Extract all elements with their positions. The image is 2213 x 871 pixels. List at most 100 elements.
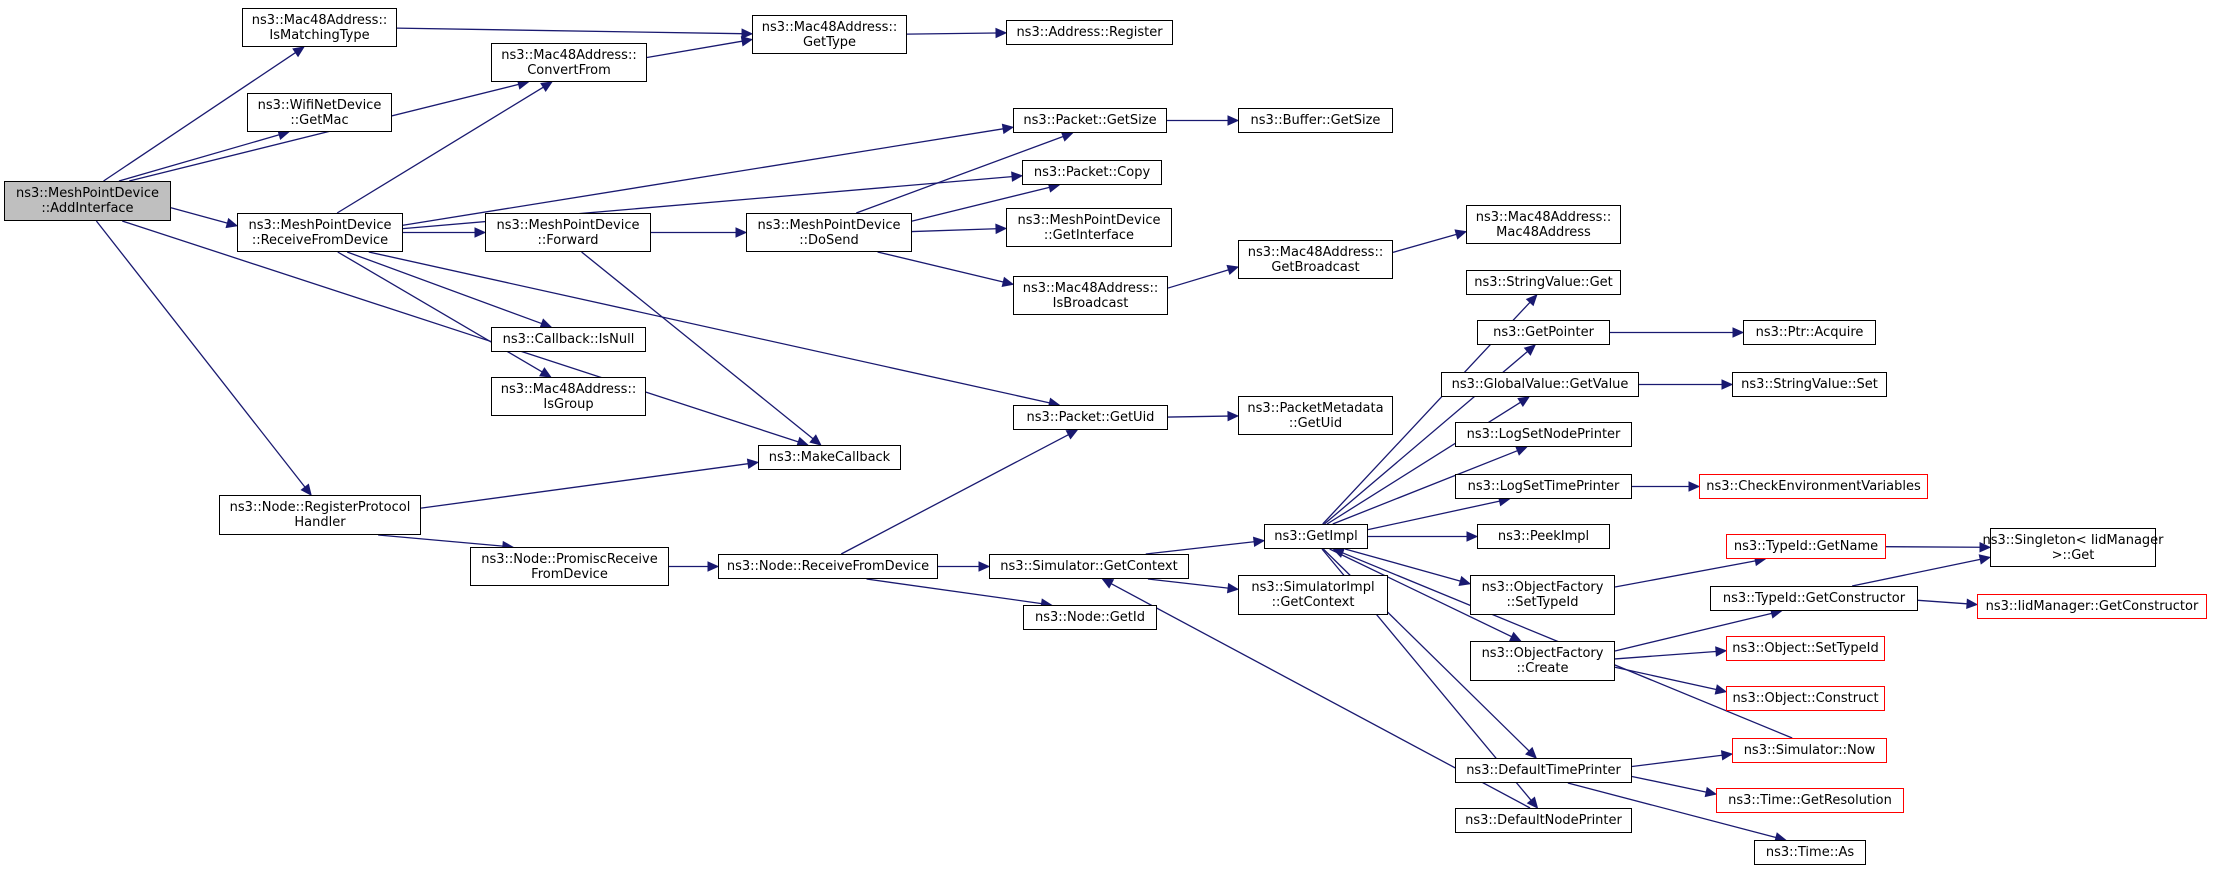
node-wifi-get-mac[interactable]: ns3::WifiNetDevice::GetMac [247,93,392,132]
node-string-value-get[interactable]: ns3::StringValue::Get [1466,270,1621,295]
edge-of-create-to-object-construct [1614,666,1717,691]
node-log-set-node[interactable]: ns3::LogSetNodePrinter [1455,422,1632,447]
node-address-register[interactable]: ns3::Address::Register [1006,20,1173,45]
node-of-set-type-id[interactable]: ns3::ObjectFactory::SetTypeId [1470,575,1615,615]
node-packet-get-uid[interactable]: ns3::Packet::GetUid [1013,405,1168,430]
node-label: ns3::Singleton< IidManager [1982,532,2164,548]
node-label: ns3::MeshPointDevice [248,217,392,233]
node-make-callback[interactable]: ns3::MakeCallback [758,445,901,470]
node-simimpl-get-context[interactable]: ns3::SimulatorImpl::GetContext [1238,575,1388,615]
node-label: ::Create [1516,661,1569,676]
node-label: ns3::Mac48Address:: [500,381,637,397]
node-do-send[interactable]: ns3::MeshPointDevice::DoSend [746,213,912,252]
node-label: ns3::GetImpl [1274,529,1358,544]
edge-node-receive-to-node-get-id [866,578,1042,605]
node-label: ns3::Mac48Address:: [1022,280,1159,296]
node-typeid-get-ctor[interactable]: ns3::TypeId::GetConstructor [1710,586,1918,611]
edge-arrowhead [735,227,748,238]
node-label: ns3::GlobalValue::GetValue [1451,377,1629,392]
node-label: ns3::Simulator::GetContext [1000,559,1178,574]
node-pm-get-uid[interactable]: ns3::PacketMetadata::GetUid [1238,396,1393,435]
edge-arrowhead [1721,379,1734,390]
node-get-type[interactable]: ns3::Mac48Address::GetType [752,15,907,54]
node-label: ns3::Ptr::Acquire [1755,325,1864,340]
edge-arrowhead [809,434,822,446]
node-label: ns3::Node::PromiscReceive [481,551,658,567]
node-label: ns3::Object::Construct [1732,691,1879,706]
node-singleton-get[interactable]: ns3::Singleton< IidManager>::Get [1983,528,2164,567]
edge-arrowhead [1226,582,1240,594]
node-get-pointer[interactable]: ns3::GetPointer [1477,320,1610,345]
node-label: ns3::MakeCallback [768,450,891,465]
node-node-receive[interactable]: ns3::Node::ReceiveFromDevice [718,554,938,579]
node-label: ns3::Mac48Address:: [251,12,388,28]
node-callback-is-null[interactable]: ns3::Callback::IsNull [491,327,646,352]
edge-arrowhead [1732,327,1745,338]
edge-arrowhead [1720,750,1734,761]
edge-do-send-to-packet-copy [911,186,1050,222]
node-label: ns3::Node::ReceiveFromDevice [726,559,930,574]
node-label: FromDevice [531,566,608,582]
node-log-set-time[interactable]: ns3::LogSetTimePrinter [1455,474,1632,499]
node-label: ns3::Address::Register [1016,25,1163,40]
node-is-matching-type[interactable]: ns3::Mac48Address::IsMatchingType [242,8,397,47]
node-label: ns3::Mac48Address:: [1247,244,1384,260]
node-get-interface[interactable]: ns3::MeshPointDevice::GetInterface [1006,208,1172,247]
node-simulator-now[interactable]: ns3::Simulator::Now [1732,738,1887,763]
node-object-construct[interactable]: ns3::Object::Construct [1726,686,1885,711]
node-object-set-type-id[interactable]: ns3::Object::SetTypeId [1726,636,1885,661]
node-ptr-acquire[interactable]: ns3::Ptr::Acquire [1743,320,1876,345]
node-add-interface[interactable]: ns3::MeshPointDevice::AddInterface [4,181,171,221]
node-time-as[interactable]: ns3::Time::As [1754,840,1866,865]
node-is-group[interactable]: ns3::Mac48Address::IsGroup [491,377,646,416]
node-sim-get-context[interactable]: ns3::Simulator::GetContext [989,554,1189,579]
edge-do-send-to-is-broadcast [877,251,1004,283]
node-receive-from-device[interactable]: ns3::MeshPointDevice::ReceiveFromDevice [237,213,403,252]
node-packet-get-size[interactable]: ns3::Packet::GetSize [1013,108,1167,133]
edge-arrowhead [1714,684,1728,695]
node-string-value-set[interactable]: ns3::StringValue::Set [1732,372,1887,397]
edge-default-time-printer-to-time-as [1567,782,1777,839]
node-buffer-get-size[interactable]: ns3::Buffer::GetSize [1238,108,1393,133]
node-check-env[interactable]: ns3::CheckEnvironmentVariables [1699,474,1928,499]
node-label: ns3::Buffer::GetSize [1250,113,1381,128]
edge-default-time-printer-to-simulator-now [1631,754,1723,768]
edge-arrowhead [1226,264,1240,276]
node-peek-impl[interactable]: ns3::PeekImpl [1477,524,1610,549]
edge-add-interface-to-receive-from-device [170,207,228,224]
node-get-impl[interactable]: ns3::GetImpl [1264,524,1368,549]
node-label: ConvertFrom [527,62,611,78]
node-convert-from[interactable]: ns3::Mac48Address::ConvertFrom [491,43,647,82]
edge-add-interface-to-register-protocol [95,220,306,488]
edge-arrowhead [1523,344,1537,356]
node-node-get-id[interactable]: ns3::Node::GetId [1023,605,1157,630]
node-typeid-get-name[interactable]: ns3::TypeId::GetName [1726,534,1886,559]
edge-arrowhead [995,223,1008,235]
edge-sim-get-context-to-simimpl-get-context [1147,578,1229,589]
node-packet-copy[interactable]: ns3::Packet::Copy [1022,160,1162,185]
node-label: ::Forward [537,232,599,248]
node-label: IsGroup [543,396,594,412]
edge-arrowhead [1454,229,1468,240]
node-time-get-resolution[interactable]: ns3::Time::GetResolution [1716,788,1904,813]
node-default-node-printer[interactable]: ns3::DefaultNodePrinter [1455,808,1632,833]
edge-arrowhead [1060,131,1074,142]
node-mac48-ctor[interactable]: ns3::Mac48Address::Mac48Address [1466,205,1621,244]
edge-arrowhead [292,46,305,58]
node-is-broadcast[interactable]: ns3::Mac48Address::IsBroadcast [1013,276,1168,315]
edge-arrowhead [225,217,239,229]
node-label: ns3::Node::RegisterProtocol [229,500,411,515]
node-label: ns3::IidManager::GetConstructor [1985,599,2199,614]
node-forward[interactable]: ns3::MeshPointDevice::Forward [485,213,651,252]
node-global-value-get[interactable]: ns3::GlobalValue::GetValue [1441,372,1639,397]
node-iid-get-ctor[interactable]: ns3::IidManager::GetConstructor [1977,594,2207,619]
edge-arrowhead [995,27,1008,39]
node-label: ns3::DefaultNodePrinter [1465,813,1622,828]
edge-forward-to-make-callback [581,251,814,440]
node-get-broadcast[interactable]: ns3::Mac48Address::GetBroadcast [1238,240,1393,279]
node-default-time-printer[interactable]: ns3::DefaultTimePrinter [1455,758,1632,783]
node-of-create[interactable]: ns3::ObjectFactory::Create [1470,641,1615,681]
